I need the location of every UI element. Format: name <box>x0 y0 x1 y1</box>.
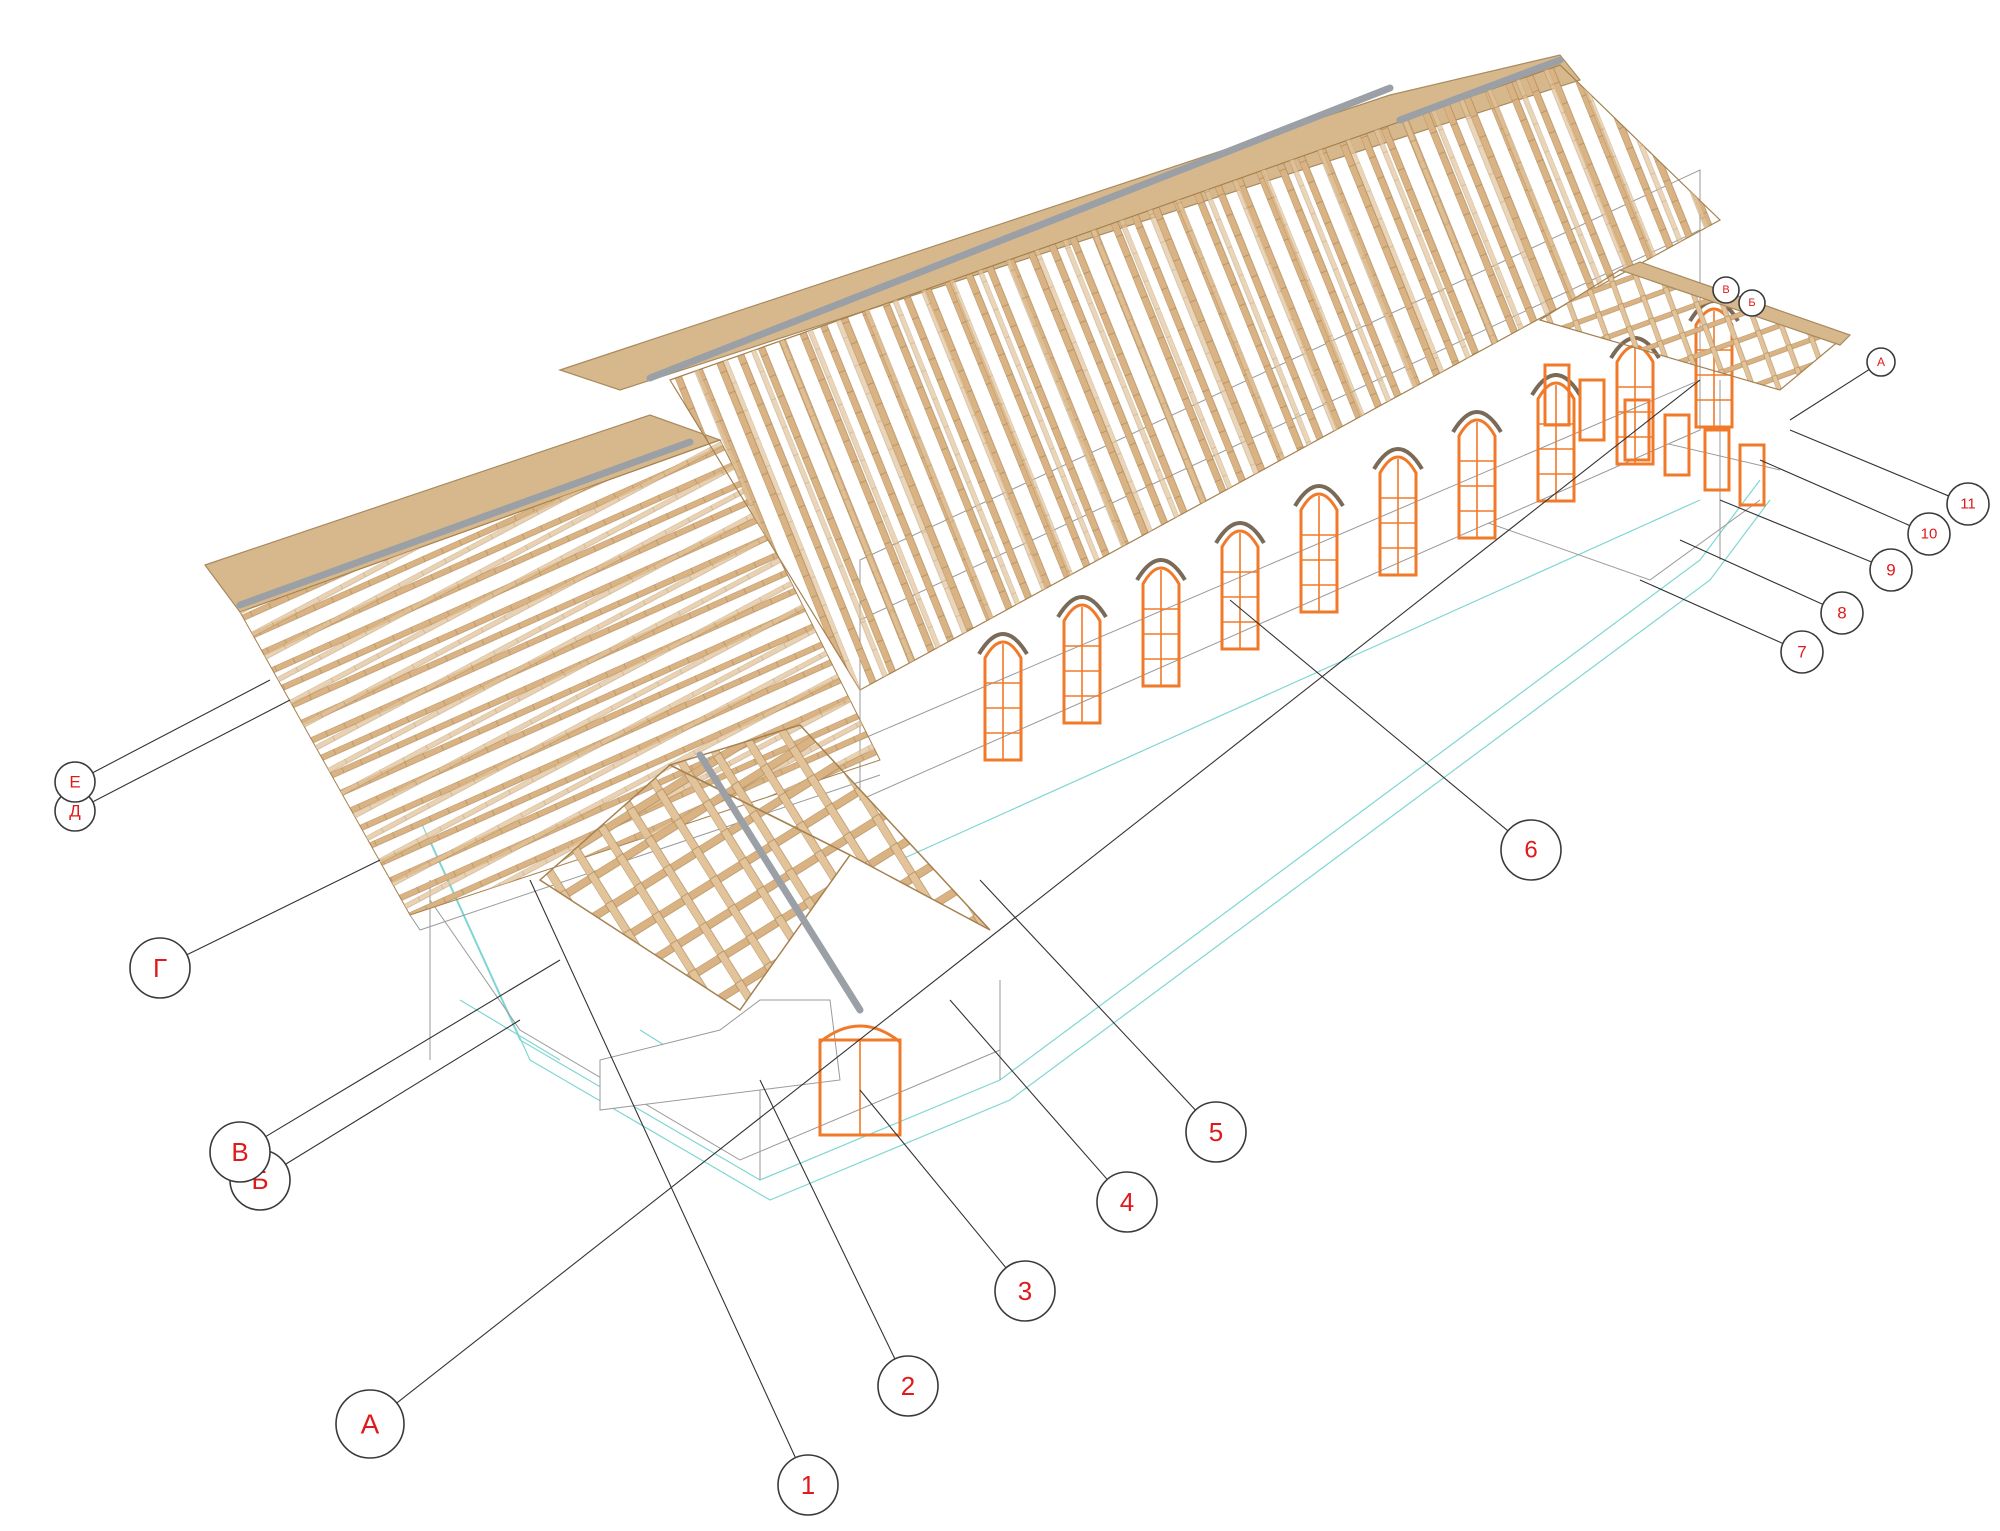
callout-label: 3 <box>1018 1276 1032 1306</box>
east-window <box>1543 363 1571 427</box>
callout-label: 5 <box>1209 1117 1223 1147</box>
arched-window <box>1135 558 1187 688</box>
arched-window <box>1451 410 1503 540</box>
callout-bubble-aV2: В <box>1712 276 1740 304</box>
callout-label: Д <box>69 802 81 821</box>
callout-bubble-c1: 1 <box>777 1454 839 1516</box>
callout-circle <box>1185 1101 1247 1163</box>
east-window <box>1663 413 1691 477</box>
callout-bubble-c3: 3 <box>994 1260 1056 1322</box>
callout-circle <box>1866 347 1896 377</box>
callout-label: Г <box>153 953 167 983</box>
callout-circle <box>1500 819 1562 881</box>
callout-bubble-aB2: Б <box>1738 289 1766 317</box>
callout-bubble-c2: 2 <box>877 1355 939 1417</box>
east-wing-windows <box>1543 363 1766 507</box>
callout-label: 7 <box>1797 643 1806 662</box>
leader-line-c6 <box>1229 599 1509 832</box>
leader-line-c7 <box>1639 579 1784 644</box>
callout-circle <box>1712 276 1740 304</box>
arched-window <box>1056 595 1108 725</box>
arched-window <box>1214 521 1266 651</box>
arched-window <box>1293 484 1345 614</box>
east-window <box>1703 428 1731 492</box>
callout-circle <box>54 761 96 803</box>
east-window <box>1738 443 1766 507</box>
callout-circle <box>209 1121 271 1183</box>
callout-bubble-c6: 6 <box>1500 819 1562 881</box>
callout-label: В <box>1722 284 1729 296</box>
callout-circle <box>335 1389 405 1459</box>
callout-circle <box>877 1355 939 1417</box>
callout-label: В <box>231 1137 248 1167</box>
leader-line-aV <box>265 959 561 1138</box>
callout-label: 1 <box>801 1470 815 1500</box>
callout-label: 9 <box>1886 561 1895 580</box>
leader-line-c2 <box>759 1079 896 1360</box>
leader-line-c10 <box>1759 459 1910 527</box>
callout-label: 6 <box>1524 837 1537 864</box>
callout-bubble-c4: 4 <box>1096 1171 1158 1233</box>
leader-line-c9 <box>1719 499 1872 563</box>
callout-bubble-aE: Е <box>54 761 96 803</box>
leader-line-aG <box>186 859 381 956</box>
callout-bubble-c8: 8 <box>1820 591 1864 635</box>
arched-window <box>977 632 1029 762</box>
callout-circle <box>1946 482 1990 526</box>
leader-line-aA <box>396 379 1701 1404</box>
callout-bubble-aA2: А <box>1866 347 1896 377</box>
callout-bubble-c5: 5 <box>1185 1101 1247 1163</box>
callout-bubble-aV: В <box>209 1121 271 1183</box>
callout-circle <box>1780 630 1824 674</box>
leader-line-aE <box>92 679 271 774</box>
leader-line-c8 <box>1679 539 1824 605</box>
callout-label: А <box>361 1409 380 1440</box>
leader-line-aA2 <box>1789 369 1870 421</box>
leader-line-aD <box>92 699 291 803</box>
leader-line-c5 <box>979 879 1196 1111</box>
callout-circle <box>1907 512 1951 556</box>
leader-line-c4 <box>949 999 1108 1180</box>
callout-bubble-aG: Г <box>129 937 191 999</box>
callout-label: А <box>1877 355 1885 369</box>
callout-circle <box>777 1454 839 1516</box>
east-window <box>1623 398 1651 462</box>
callout-bubble-c7: 7 <box>1780 630 1824 674</box>
main-roof <box>558 54 1722 691</box>
entrance-porch-roof <box>538 724 991 1137</box>
leader-lines <box>92 369 1949 1458</box>
callout-circle <box>1869 548 1913 592</box>
leader-line-c1 <box>529 879 796 1458</box>
callout-circle <box>994 1260 1056 1322</box>
callout-label: 2 <box>901 1371 915 1401</box>
callout-bubble-c9: 9 <box>1869 548 1913 592</box>
callout-label: 10 <box>1921 526 1938 543</box>
leader-line-aB <box>285 1019 521 1165</box>
callout-circle <box>129 937 191 999</box>
callout-label: 11 <box>1960 496 1976 513</box>
east-window <box>1578 378 1606 442</box>
callout-label: 4 <box>1120 1187 1134 1217</box>
callout-label: 8 <box>1837 604 1846 623</box>
callout-bubble-aD: Д <box>54 790 96 832</box>
arched-window <box>1372 447 1424 577</box>
callout-bubble-c10: 10 <box>1907 512 1951 556</box>
east-wing-roof <box>1538 261 1852 391</box>
arched-window <box>1530 373 1582 503</box>
callout-label: Е <box>69 773 80 792</box>
leader-line-c11 <box>1789 429 1949 497</box>
callout-label: Б <box>1748 297 1755 309</box>
callout-circle <box>1096 1171 1158 1233</box>
callout-circle <box>1738 289 1766 317</box>
leader-line-c3 <box>859 1089 1007 1269</box>
callout-bubble-c11: 11 <box>1946 482 1990 526</box>
callout-circle <box>1820 591 1864 635</box>
callout-bubble-aA: А <box>335 1389 405 1459</box>
